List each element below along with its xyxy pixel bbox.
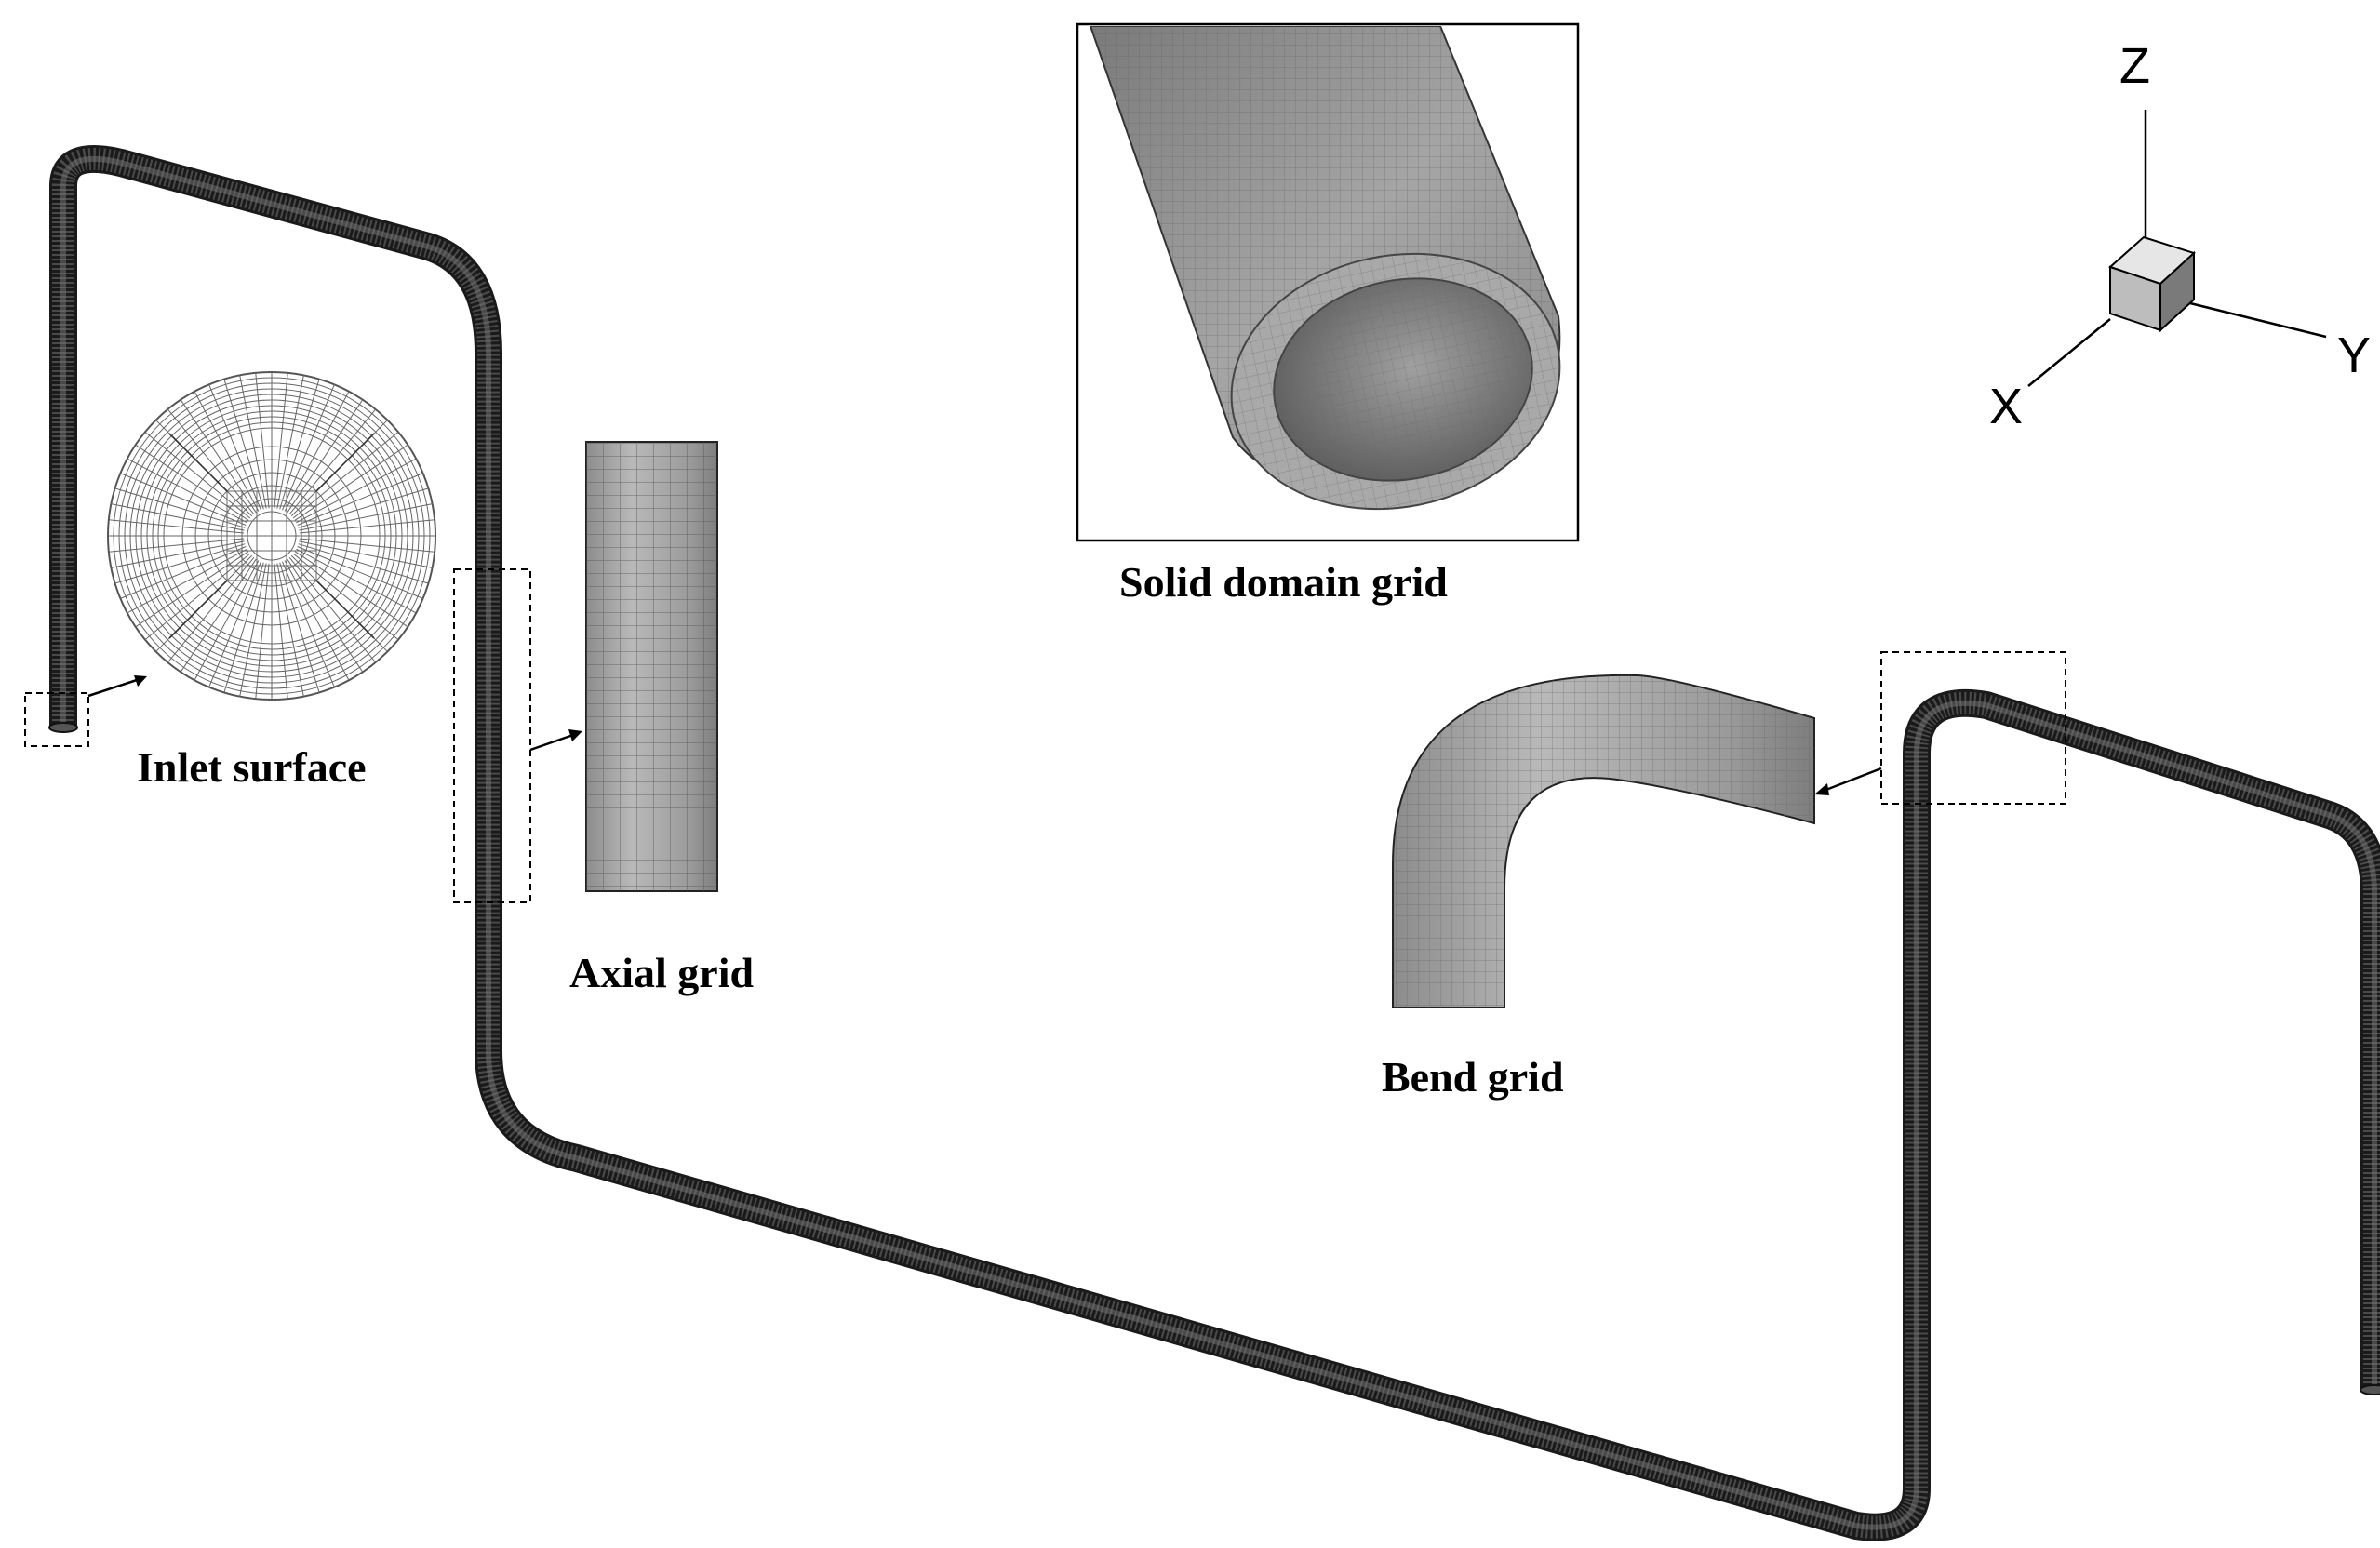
inlet-surface-label: Inlet surface [137, 743, 367, 791]
inlet-detail [24, 371, 436, 747]
axial-detail [453, 441, 718, 903]
bend-callout-arrow [1823, 767, 1882, 793]
z-axis-label: Z [2119, 38, 2150, 94]
y-axis-label: Y [2337, 327, 2372, 383]
axial-grid-tube [585, 441, 718, 892]
axial-callout-arrow [529, 733, 574, 752]
inlet-callout-box [24, 692, 89, 747]
solid-domain-grid-label: Solid domain grid [1119, 558, 1448, 606]
triad-cube [2108, 235, 2196, 333]
axis-triad [2027, 110, 2327, 387]
bend-grid-label: Bend grid [1382, 1053, 1564, 1101]
main-pipe [48, 144, 2380, 1541]
axial-callout-box [453, 568, 531, 903]
bend-grid-tube [1392, 674, 1815, 1008]
bend-detail [1392, 651, 2066, 1008]
axial-grid-label: Axial grid [569, 949, 755, 996]
bend-callout-box [1880, 651, 2066, 805]
x-axis-label: X [1989, 379, 2024, 434]
x-axis-line [2027, 318, 2111, 387]
inlet-surface-mesh [107, 371, 436, 701]
inlet-callout-arrow [87, 677, 140, 698]
y-axis-line [2186, 300, 2327, 339]
solid-domain-detail [1076, 22, 1580, 542]
